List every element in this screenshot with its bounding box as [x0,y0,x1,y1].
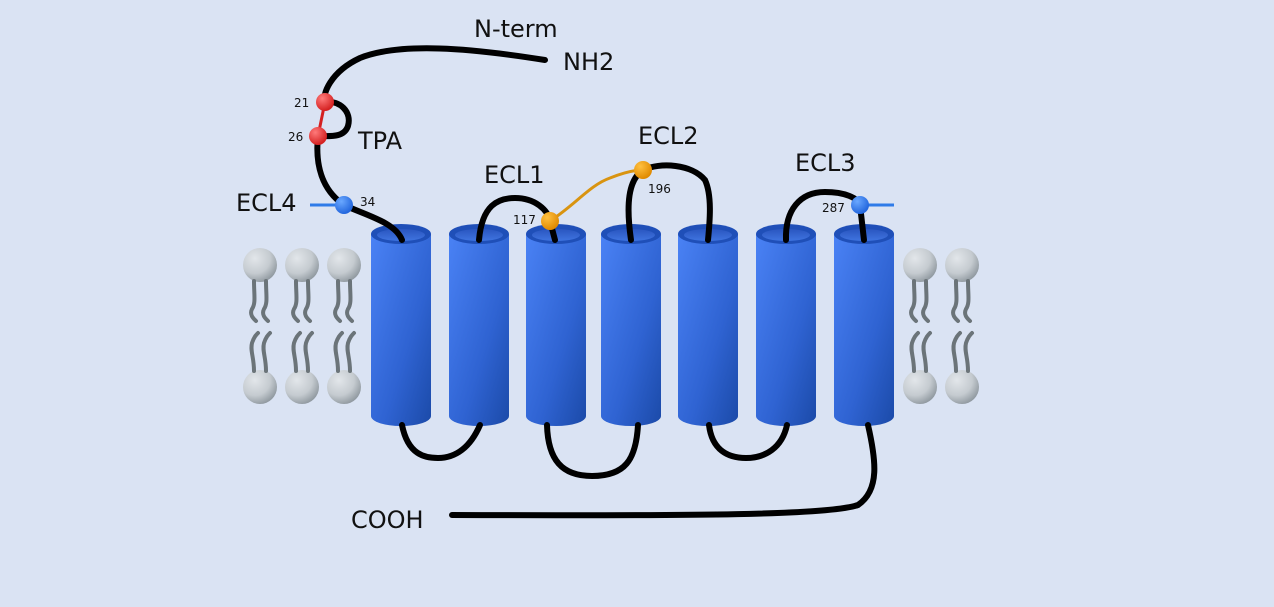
residue-196-label: 196 [648,182,671,196]
n-terminal-chain [321,45,548,105]
helix-tm1 [371,224,431,426]
lipid-icon [283,331,321,406]
lipid-icon [325,331,363,406]
extracellular-loops [314,45,867,243]
ecl1-label: ECL1 [484,161,545,189]
c-terminal-tail [449,422,878,519]
residue-117-dot [541,212,559,230]
helix-tm2 [449,224,509,426]
residue-287-dot [851,196,869,214]
lipid-icon [943,246,981,323]
helix-tm5 [678,224,738,426]
tpa-loop [315,98,352,140]
helix-tm4 [601,224,661,426]
residue-196-dot [634,161,652,179]
residue-34-label: 34 [360,195,375,209]
residue-117-label: 117 [513,213,536,227]
icl1-loop [399,422,483,462]
icl2-loop [544,422,641,480]
nh2-label: NH2 [563,48,614,76]
ecl4-label: ECL4 [236,189,297,217]
lipid-icon [901,246,939,323]
intracellular-loops [399,422,878,519]
lipid-icon [241,246,279,323]
ecl2-label: ECL2 [638,122,699,150]
lipid-icon [241,331,279,406]
residue-21-dot [316,93,334,111]
residue-34-dot [335,196,353,214]
icl3-loop [706,422,790,462]
membrane-lipids-right [901,246,981,406]
n-term-label: N-term [474,15,558,43]
tpa-label: TPA [357,127,403,155]
helix-tm3 [526,224,586,426]
helix-tm6 [756,224,816,426]
residue-26-label: 26 [288,130,303,144]
helix-tm7 [834,224,894,426]
lipid-icon [325,246,363,323]
lipid-icon [901,331,939,406]
transmembrane-helices [371,224,894,426]
ecl2-loop [625,162,713,243]
cooh-label: COOH [351,506,424,534]
ecl3-label: ECL3 [795,149,856,177]
lipid-icon [943,331,981,406]
residue-26-dot [309,127,327,145]
membrane-lipids-left [241,246,363,406]
residue-21-label: 21 [294,96,309,110]
lipid-icon [283,246,321,323]
residue-287-label: 287 [822,201,845,215]
